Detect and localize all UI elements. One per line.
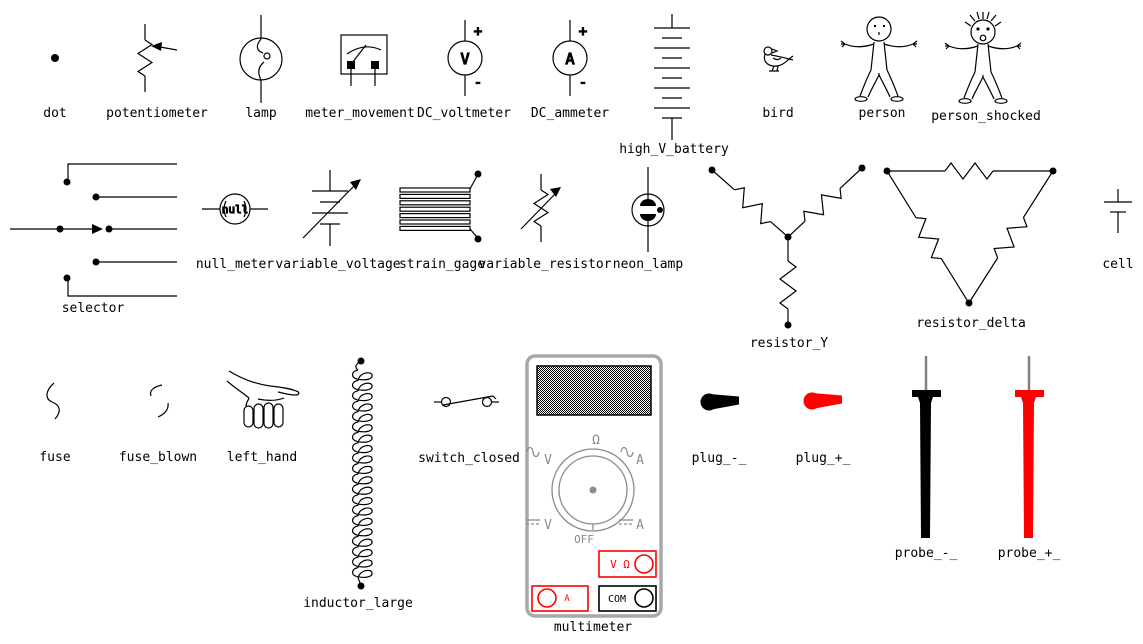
potentiometer-symbol[interactable] bbox=[136, 24, 178, 92]
ammeter-plus: + bbox=[579, 24, 587, 40]
variable-voltage-symbol[interactable] bbox=[302, 170, 361, 246]
cell-label: cell bbox=[1102, 257, 1133, 272]
dial-ohm-label: Ω bbox=[592, 433, 600, 448]
fuse-blown-symbol[interactable] bbox=[149, 384, 169, 418]
variable-voltage-label: variable_voltage bbox=[275, 257, 400, 272]
voltmeter-minus: - bbox=[474, 75, 482, 91]
voltmeter-letter: V bbox=[460, 50, 469, 68]
variable-resistor-label: variable_resistor bbox=[478, 257, 611, 272]
plug-plus-symbol[interactable] bbox=[803, 392, 843, 410]
fuse-blown-label: fuse_blown bbox=[119, 450, 197, 465]
strain-gage-label: strain_gage bbox=[399, 257, 485, 272]
selector-symbol[interactable] bbox=[10, 163, 177, 297]
high-v-battery-label: high_V_battery bbox=[619, 142, 729, 157]
null-meter-label: null_meter bbox=[196, 257, 274, 272]
dial-off-label: OFF bbox=[574, 533, 594, 546]
dc-voltmeter-label: DC_voltmeter bbox=[417, 106, 511, 121]
left-hand-label: left_hand bbox=[227, 450, 297, 465]
fuse-label: fuse bbox=[39, 450, 70, 465]
selector-label: selector bbox=[62, 301, 125, 316]
person-symbol[interactable] bbox=[840, 16, 918, 102]
lamp-label: lamp bbox=[245, 106, 276, 121]
dc-ammeter-symbol[interactable]: A + - bbox=[552, 20, 588, 96]
lamp-symbol[interactable] bbox=[239, 15, 283, 103]
bird-label: bird bbox=[762, 106, 793, 121]
ac-wave-icon-right bbox=[620, 446, 634, 458]
dc-bars-icon-left bbox=[526, 519, 540, 525]
switch-closed-symbol[interactable] bbox=[434, 395, 499, 408]
probe-minus-symbol[interactable] bbox=[912, 356, 941, 538]
multimeter-jack-com[interactable]: COM bbox=[598, 585, 657, 612]
meter-movement-symbol[interactable] bbox=[340, 34, 388, 86]
jack-amp-label: A bbox=[564, 594, 570, 604]
dial-ac-amps-label: A bbox=[636, 453, 644, 468]
dc-ammeter-label: DC_ammeter bbox=[531, 106, 609, 121]
ammeter-minus: - bbox=[579, 75, 587, 91]
dial-dc-amps-label: A bbox=[636, 518, 644, 533]
multimeter-label: multimeter bbox=[554, 620, 632, 635]
high-v-battery-symbol[interactable] bbox=[654, 14, 690, 140]
dial-ac-volts-label: V bbox=[544, 453, 552, 468]
multimeter-dial[interactable]: Ω V A V A OFF bbox=[526, 433, 644, 546]
meter-movement-label: meter_movement bbox=[305, 106, 415, 121]
person-shocked-label: person_shocked bbox=[931, 109, 1041, 124]
resistor-y-symbol[interactable] bbox=[707, 162, 868, 329]
multimeter-jack-amp[interactable]: A bbox=[531, 585, 589, 612]
plug-minus-symbol[interactable] bbox=[700, 393, 740, 411]
neon-lamp-label: neon_lamp bbox=[613, 257, 684, 272]
plug-plus-label: plug_+_ bbox=[796, 451, 851, 466]
inductor-coil bbox=[352, 369, 373, 579]
multimeter-display bbox=[536, 365, 652, 416]
fuse-symbol[interactable] bbox=[46, 382, 60, 420]
person-shocked-symbol[interactable] bbox=[944, 11, 1022, 104]
ac-wave-icon-left bbox=[526, 446, 540, 458]
resistor-delta-label: resistor_delta bbox=[916, 316, 1026, 331]
dc-voltmeter-symbol[interactable]: V + - bbox=[447, 20, 483, 96]
dc-bars-icon-right bbox=[619, 519, 633, 525]
multimeter-jack-vohm[interactable]: V Ω bbox=[598, 550, 657, 578]
jack-vohm-label: V Ω bbox=[610, 558, 630, 571]
person-label: person bbox=[859, 106, 906, 121]
multimeter-symbol[interactable]: Ω V A V A OFF V Ω A bbox=[525, 354, 663, 618]
dot-label: dot bbox=[43, 106, 66, 121]
switch-closed-label: switch_closed bbox=[418, 451, 520, 466]
null-meter-text: null bbox=[222, 203, 249, 216]
inductor-large-label: inductor_large bbox=[303, 596, 413, 611]
ammeter-letter: A bbox=[565, 50, 574, 68]
inductor-large-symbol[interactable] bbox=[352, 357, 373, 590]
cell-symbol[interactable] bbox=[1104, 189, 1132, 233]
probe-plus-label: probe_+_ bbox=[998, 546, 1061, 561]
voltmeter-plus: + bbox=[474, 24, 482, 40]
left-hand-symbol[interactable] bbox=[226, 370, 300, 429]
neon-lamp-symbol[interactable] bbox=[631, 167, 665, 252]
dial-dc-volts-label: V bbox=[544, 518, 552, 533]
potentiometer-label: potentiometer bbox=[106, 106, 208, 121]
jack-com-label: COM bbox=[608, 594, 626, 605]
strain-gage-symbol[interactable] bbox=[399, 170, 482, 243]
probe-minus-label: probe_-_ bbox=[895, 546, 958, 561]
probe-plus-symbol[interactable] bbox=[1015, 356, 1044, 538]
resistor-y-label: resistor_Y bbox=[750, 336, 828, 351]
variable-resistor-symbol[interactable] bbox=[520, 174, 561, 242]
plug-minus-label: plug_-_ bbox=[692, 451, 747, 466]
bird-symbol[interactable] bbox=[763, 46, 794, 72]
dot-symbol[interactable] bbox=[51, 54, 59, 62]
null-meter-symbol[interactable]: null bbox=[202, 193, 268, 225]
resistor-delta-symbol[interactable] bbox=[880, 162, 1060, 307]
